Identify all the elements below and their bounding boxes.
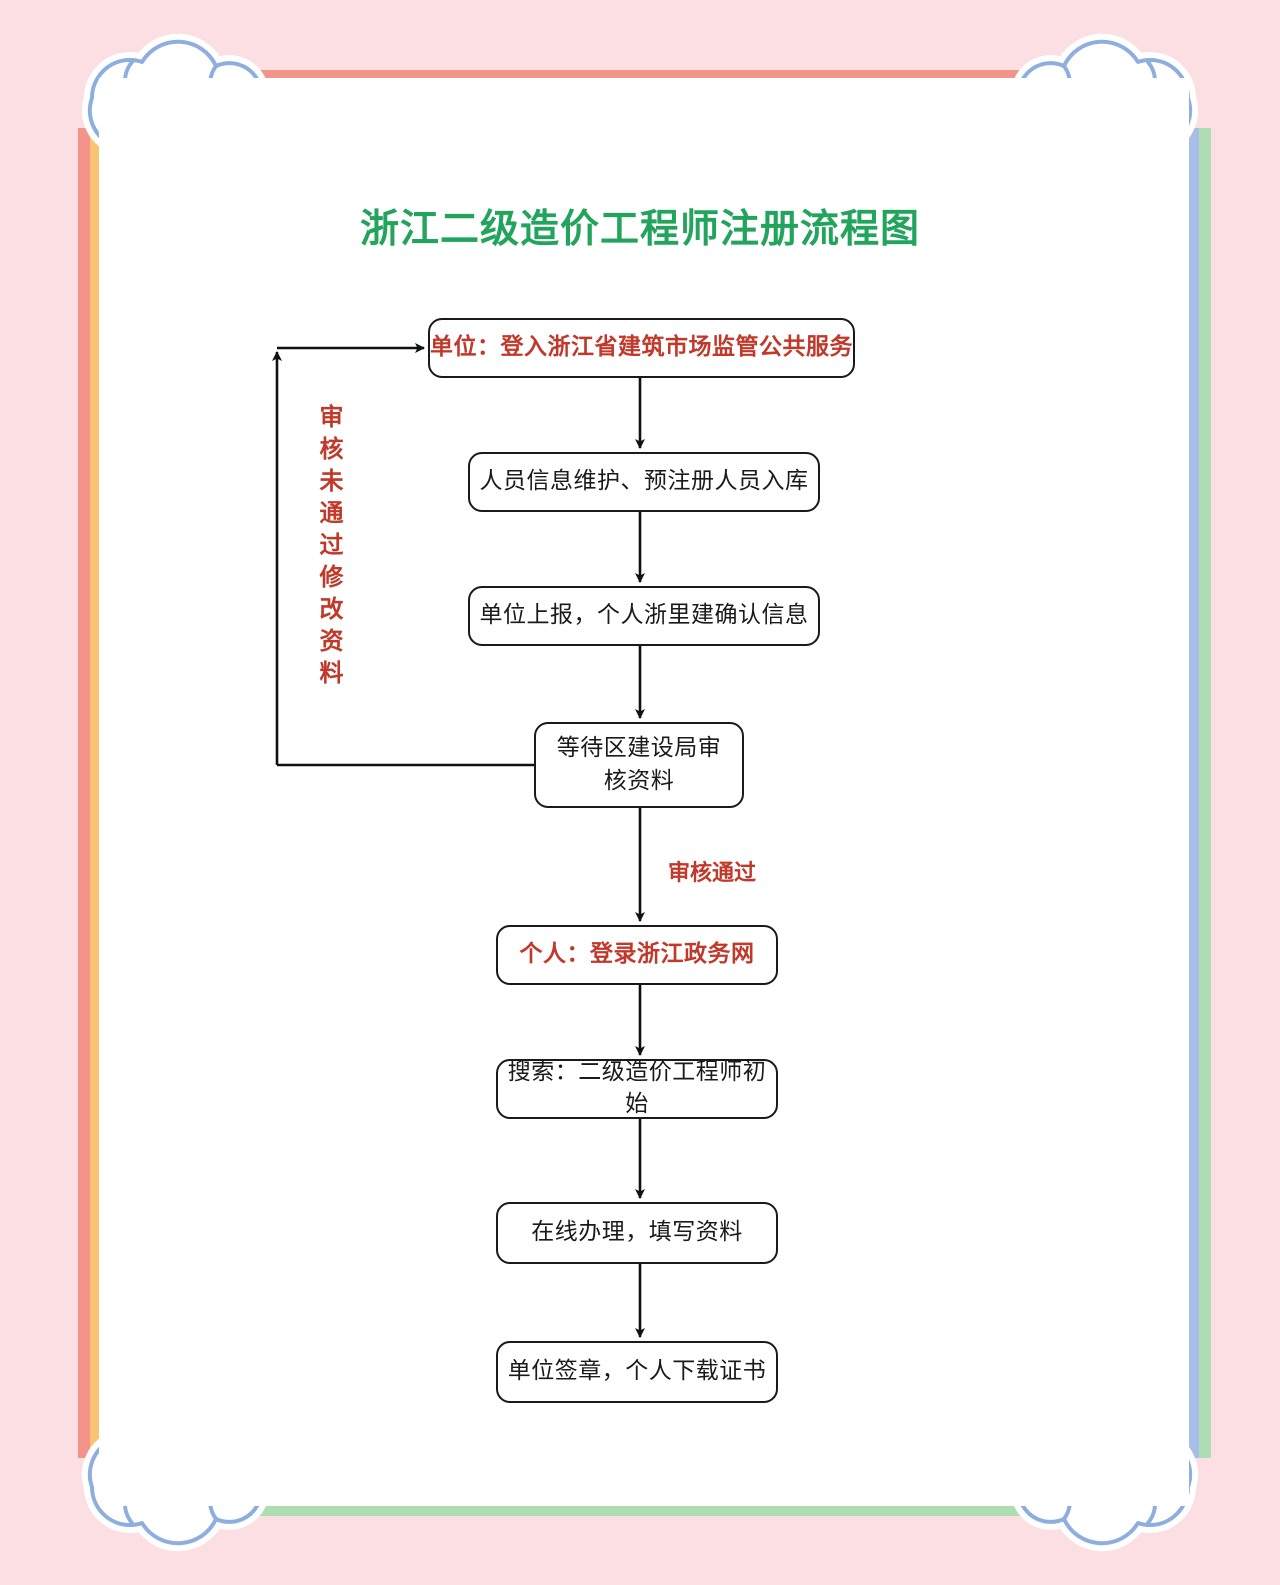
flow-node-await-review[interactable]: 等待区建设局审 核资料 bbox=[534, 722, 744, 808]
flow-node-unit-submit[interactable]: 单位上报，个人浙里建确认信息 bbox=[468, 586, 820, 646]
flow-node-personal-login[interactable]: 个人：登录浙江政务网 bbox=[496, 925, 778, 985]
page-title: 浙江二级造价工程师注册流程图 bbox=[359, 207, 920, 252]
edge-label-review-failed: 审核未通过修改资料 bbox=[315, 404, 343, 692]
flow-node-search[interactable]: 搜索：二级造价工程师初始 bbox=[496, 1059, 778, 1119]
flow-node-await-review-text: 等待区建设局审 核资料 bbox=[556, 734, 722, 794]
flow-node-online-apply[interactable]: 在线办理，填写资料 bbox=[496, 1202, 778, 1264]
flow-node-sign-download[interactable]: 单位签章，个人下载证书 bbox=[496, 1341, 778, 1403]
flow-node-personnel-info[interactable]: 人员信息维护、预注册人员入库 bbox=[468, 452, 820, 512]
flow-node-unit-login[interactable]: 单位：登入浙江省建筑市场监管公共服务 bbox=[428, 318, 855, 378]
edge-label-review-passed: 审核通过 bbox=[668, 861, 757, 886]
